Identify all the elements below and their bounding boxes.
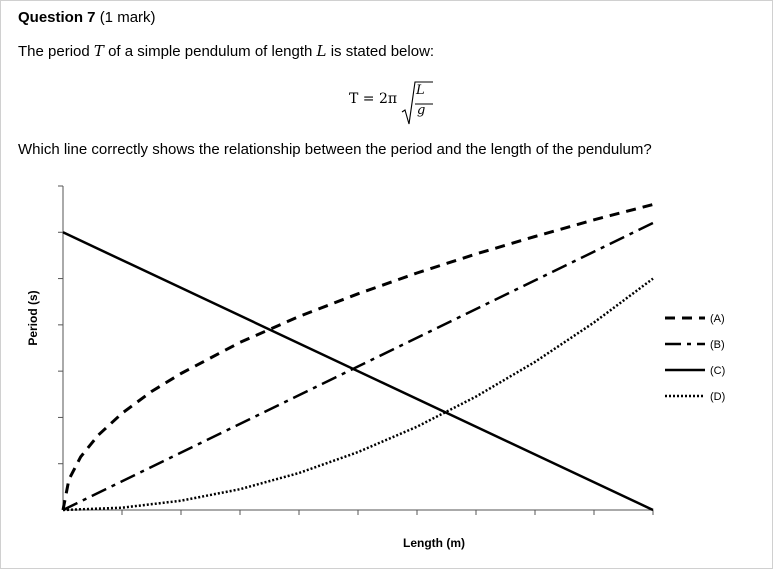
question-text-part-1: The period [18, 43, 90, 60]
question-header: Question 7 (1 mark) [18, 9, 156, 26]
question-text-part-3: is stated below: [330, 43, 435, 60]
legend-label-4: (D) [710, 391, 725, 403]
chart-axes [58, 185, 654, 515]
question-marks: (1 mark) [99, 9, 156, 26]
series-line-1 [61, 203, 654, 511]
question-number: Question 7 [18, 9, 96, 26]
x-axis-label: Length (m) [403, 536, 465, 550]
symbol-length: L [316, 42, 327, 60]
question-text: The period T of a simple pendulum of len… [18, 42, 434, 60]
legend-label-2: (B) [710, 339, 725, 351]
formula-lhs: T = 2π [349, 91, 398, 107]
formula-numerator: L [416, 83, 425, 98]
series-line-2 [62, 221, 654, 512]
series-line-3 [62, 231, 654, 512]
legend-label-3: (C) [710, 365, 725, 377]
square-root-sign [401, 81, 433, 125]
question-prompt: Which line correctly shows the relations… [18, 141, 652, 158]
y-axis-label: Period (s) [26, 290, 40, 345]
legend-label-1: (A) [710, 313, 725, 325]
chart-series [61, 203, 654, 512]
question-text-part-2: of a simple pendulum of length [108, 43, 313, 60]
series-line-4 [62, 277, 654, 512]
chart-legend: (A) (B) (C) (D) [665, 313, 725, 403]
formula-denominator: g [417, 103, 426, 118]
symbol-period: T [93, 42, 104, 60]
